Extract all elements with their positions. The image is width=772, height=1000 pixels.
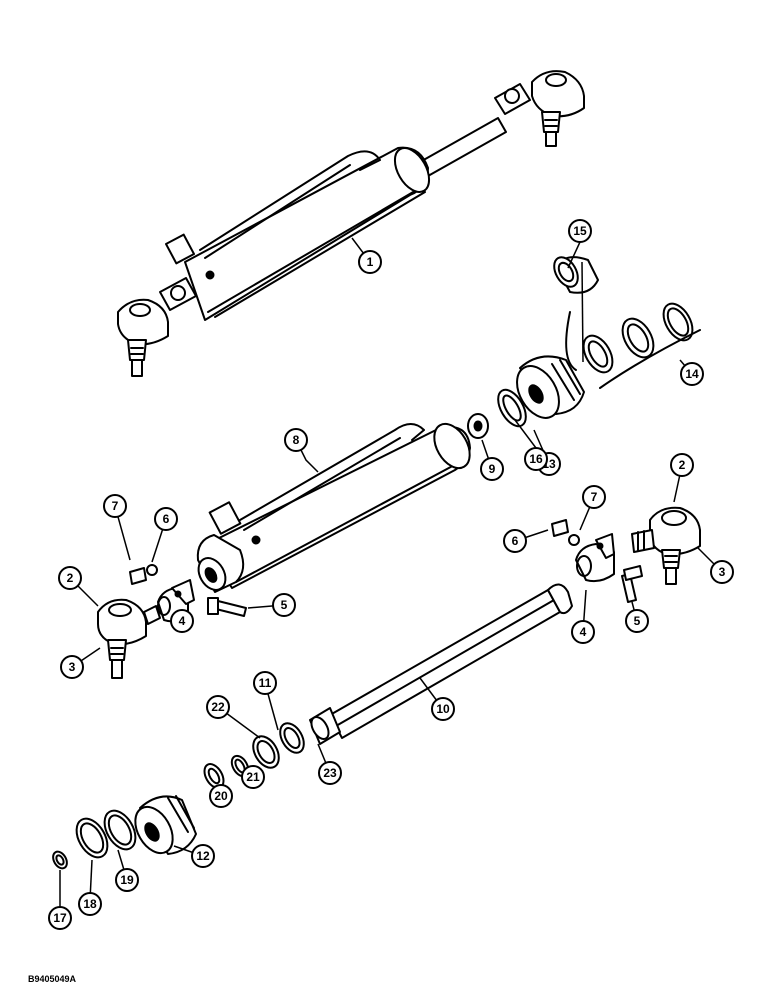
svg-text:23: 23 [323, 766, 337, 780]
callout-4-right: 4 [571, 620, 595, 644]
svg-text:17: 17 [53, 911, 67, 925]
svg-text:22: 22 [211, 700, 225, 714]
svg-text:5: 5 [281, 598, 288, 612]
svg-text:16: 16 [529, 452, 543, 466]
callout-12: 12 [191, 844, 215, 868]
callout-3-left: 3 [60, 655, 84, 679]
callout-2-right: 2 [670, 453, 694, 477]
seal-ring-15 [553, 256, 599, 294]
callout-1: 1 [358, 250, 382, 274]
svg-text:9: 9 [489, 462, 496, 476]
callout-23: 23 [318, 761, 342, 785]
svg-text:4: 4 [179, 614, 186, 628]
gland-seal-rings [52, 722, 305, 870]
callout-14: 14 [680, 362, 704, 386]
svg-text:5: 5 [634, 614, 641, 628]
svg-text:19: 19 [120, 873, 134, 887]
svg-text:6: 6 [163, 512, 170, 526]
right-bolt-nut-washer [551, 519, 643, 603]
callout-7-right: 7 [582, 485, 606, 509]
right-clamp [575, 533, 615, 583]
callout-4-left: 4 [170, 609, 194, 633]
wear-ring-16 [497, 388, 527, 428]
svg-text:2: 2 [67, 571, 74, 585]
callout-2-left: 2 [58, 566, 82, 590]
callout-5-left: 5 [272, 593, 296, 617]
callout-18: 18 [78, 892, 102, 916]
callout-5-right: 5 [625, 609, 649, 633]
cylinder-barrel-part [196, 422, 471, 593]
svg-text:15: 15 [573, 224, 587, 238]
gland-part [134, 795, 197, 855]
svg-text:18: 18 [83, 897, 97, 911]
callout-9: 9 [480, 457, 504, 481]
callout-3-right: 3 [710, 560, 734, 584]
svg-text:7: 7 [591, 490, 598, 504]
callout-22: 22 [206, 695, 230, 719]
svg-text:4: 4 [580, 625, 587, 639]
callout-7-left: 7 [103, 494, 127, 518]
callout-8: 8 [284, 428, 308, 452]
svg-text:8: 8 [293, 433, 300, 447]
callout-10: 10 [431, 697, 455, 721]
left-ball-joint [97, 598, 161, 679]
nut-9 [467, 413, 489, 439]
left-bolt-nut-washer [129, 564, 247, 617]
svg-text:20: 20 [214, 789, 228, 803]
svg-text:3: 3 [69, 660, 76, 674]
callout-16: 16 [524, 447, 548, 471]
svg-text:14: 14 [685, 367, 699, 381]
callout-20: 20 [209, 784, 233, 808]
callout-19: 19 [115, 868, 139, 892]
assembled-steering-cylinder [117, 70, 585, 377]
piston-rod-part [309, 583, 573, 745]
svg-text:3: 3 [719, 565, 726, 579]
callout-17: 17 [48, 906, 72, 930]
svg-text:7: 7 [112, 499, 119, 513]
right-ball-joint [631, 506, 701, 585]
callout-6-left: 6 [154, 507, 178, 531]
callout-6-right: 6 [503, 529, 527, 553]
callout-21: 21 [241, 765, 265, 789]
svg-text:12: 12 [196, 849, 210, 863]
svg-text:6: 6 [512, 534, 519, 548]
piston-part [516, 355, 585, 419]
callout-15: 15 [568, 219, 592, 243]
svg-text:2: 2 [679, 458, 686, 472]
drawing-code: B9405049A [28, 974, 77, 984]
svg-text:10: 10 [436, 702, 450, 716]
svg-text:1: 1 [367, 255, 374, 269]
svg-text:11: 11 [259, 676, 272, 690]
svg-text:21: 21 [246, 770, 260, 784]
piston-seal-kit-14 [565, 302, 701, 389]
callout-11: 11 [253, 671, 277, 695]
